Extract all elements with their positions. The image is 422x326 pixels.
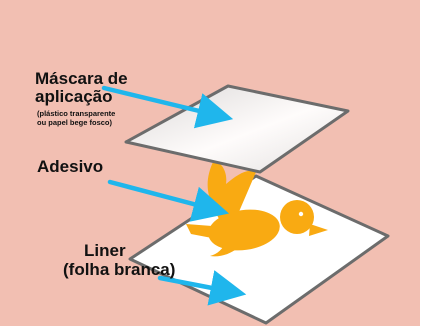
arrow-to-liner: [157, 270, 247, 306]
arrow-to-mask: [101, 85, 234, 129]
liner-label-line2: (folha branca): [63, 260, 176, 279]
mask-sheet: [124, 84, 350, 174]
liner-label-line1: Liner: [84, 241, 126, 260]
mask-note-line2: ou papel bege fosco): [37, 118, 113, 127]
mask-label-line2: aplicação: [35, 87, 113, 106]
mask-label-line1: Máscara de: [35, 69, 128, 88]
arrow-to-adhesive: [107, 179, 230, 222]
mask-note-line1: (plástico transparente: [37, 109, 116, 118]
bird-eye: [298, 211, 304, 217]
adhesive-label: Adesivo: [37, 157, 104, 176]
